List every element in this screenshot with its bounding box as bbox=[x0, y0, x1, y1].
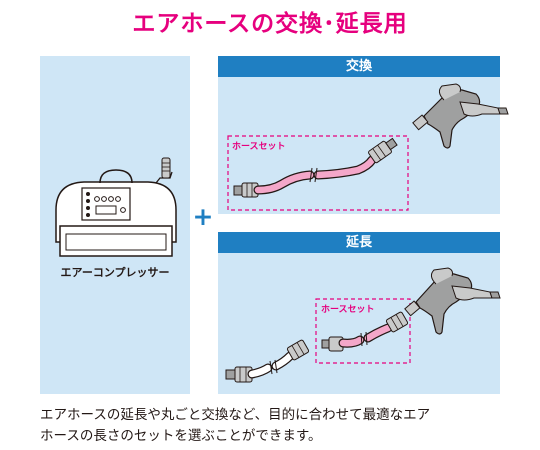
hose-set-box-extend bbox=[315, 298, 411, 364]
description: エアホースの延長や丸ごと交換など、目的に合わせて最適なエア ホースの長さのセット… bbox=[40, 405, 510, 447]
hose-set-label-extend: ホースセット bbox=[321, 305, 375, 315]
pink-hose-icon bbox=[321, 311, 409, 352]
replace-panel-header: 交換 bbox=[218, 56, 500, 77]
compressor-label: エアーコンプレッサー bbox=[60, 266, 170, 279]
air-blow-gun-icon bbox=[404, 267, 501, 335]
gray-hose-icon bbox=[247, 339, 310, 379]
hose-set-label-replace: ホースセット bbox=[232, 142, 286, 152]
hose-set-box-replace bbox=[227, 135, 409, 211]
page-title: エアホースの交換･延長用 bbox=[132, 11, 408, 37]
pink-hose-icon bbox=[253, 155, 377, 195]
plus-sign: + bbox=[192, 202, 214, 231]
extend-panel-header: 延長 bbox=[218, 232, 500, 253]
air-compressor-icon bbox=[55, 157, 177, 257]
description-line-1: エアホースの延長や丸ごと交換など、目的に合わせて最適なエア bbox=[40, 407, 431, 423]
air-blow-gun-icon bbox=[412, 83, 509, 149]
description-line-2: ホースの長さのセットを選ぶことができます。 bbox=[40, 428, 322, 444]
coupler-plug-icon bbox=[368, 137, 398, 164]
coupler-plug-icon bbox=[225, 366, 253, 383]
